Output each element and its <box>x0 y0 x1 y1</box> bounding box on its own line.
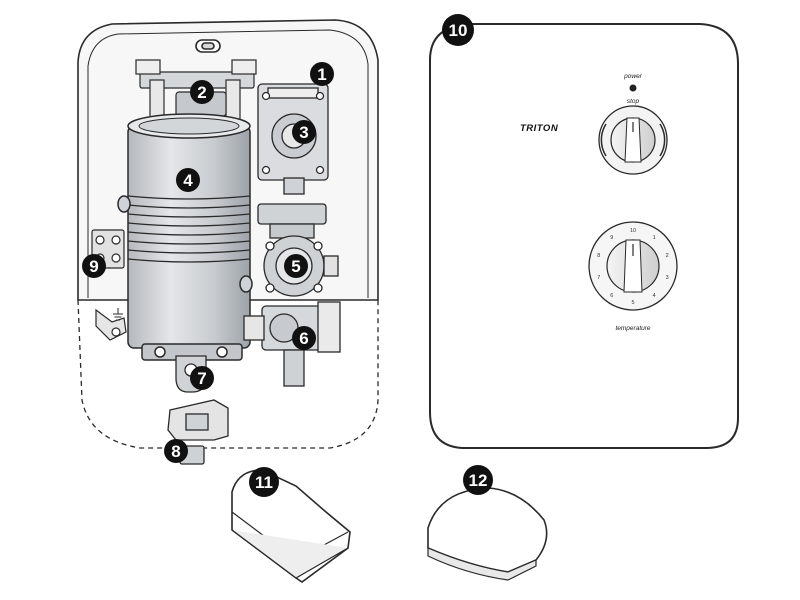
top-bracket <box>135 59 257 123</box>
temperature-scale: 10 1 2 3 4 5 6 7 8 9 <box>597 228 668 306</box>
callout-number: 1 <box>317 65 326 84</box>
callout-circle <box>292 120 316 144</box>
heater-can-rib <box>127 258 251 263</box>
callout-11: 11 <box>249 467 279 497</box>
earth-clamp <box>95 308 127 341</box>
temperature-knob[interactable]: 10 1 2 3 4 5 6 7 8 9 <box>588 221 678 311</box>
solenoid-valve <box>257 83 329 239</box>
callout-number: 3 <box>299 123 308 142</box>
callout-5: 5 <box>284 254 308 278</box>
heater-can-rib <box>127 195 251 200</box>
temperature-label: temperature <box>615 325 650 332</box>
temperature-scale-number: 9 <box>610 235 613 241</box>
temperature-scale-number: 2 <box>666 253 669 259</box>
callout-circle <box>463 465 493 495</box>
cover-cap-11 <box>231 469 351 583</box>
heater-can-rib <box>127 249 251 254</box>
temperature-scale-number: 10 <box>630 228 636 234</box>
callout-circle <box>292 326 316 350</box>
callout-circle <box>190 80 214 104</box>
callout-circle <box>164 439 188 463</box>
heater-can-ribs <box>127 195 251 263</box>
callout-number: 2 <box>197 83 206 102</box>
callout-number: 7 <box>197 369 206 388</box>
temperature-scale-number: 8 <box>597 253 600 259</box>
heater-can-rib <box>127 222 251 227</box>
brand-logo: TRITON <box>520 123 559 134</box>
callout-1: 1 <box>310 62 334 86</box>
callout-number: 10 <box>449 21 468 40</box>
callout-12: 12 <box>463 465 493 495</box>
callout-circle <box>284 254 308 278</box>
power-label: power <box>623 73 643 80</box>
callout-circle <box>310 62 334 86</box>
temperature-scale-number: 5 <box>631 300 634 306</box>
callout-circle <box>176 168 200 192</box>
pressure-relief-device <box>243 301 341 387</box>
callout-number: 4 <box>183 171 193 190</box>
callout-circle <box>249 467 279 497</box>
callout-6: 6 <box>292 326 316 350</box>
callout-3: 3 <box>292 120 316 144</box>
heater-can-rib <box>127 240 251 245</box>
callout-number: 9 <box>89 257 98 276</box>
power-indicator-icon <box>629 84 637 92</box>
callout-2: 2 <box>190 80 214 104</box>
temperature-scale-number: 3 <box>666 275 669 281</box>
temperature-scale-number: 7 <box>597 275 600 281</box>
temperature-scale-number: 1 <box>653 235 656 241</box>
temperature-scale-number: 6 <box>610 293 613 299</box>
stop-label: stop <box>627 98 640 105</box>
temperature-scale-number: 4 <box>653 293 656 299</box>
callout-number: 11 <box>255 473 273 492</box>
callout-9: 9 <box>82 254 106 278</box>
front-cover: TRITON power stop 10 1 2 3 4 5 6 7 8 9 temperatur… <box>429 23 739 449</box>
heater-can-rib <box>127 204 251 209</box>
heater-can-rib <box>127 213 251 218</box>
callout-number: 12 <box>469 471 488 490</box>
stop-start-knob[interactable] <box>598 105 668 175</box>
callout-10: 10 <box>442 14 474 46</box>
cover-cap-12 <box>427 487 548 581</box>
callout-4: 4 <box>176 168 200 192</box>
callout-circle <box>82 254 106 278</box>
callout-number: 5 <box>291 257 300 276</box>
callout-number: 6 <box>299 329 308 348</box>
callout-circle <box>190 366 214 390</box>
callout-number: 8 <box>171 442 180 461</box>
heater-can-rib <box>127 231 251 236</box>
callout-7: 7 <box>190 366 214 390</box>
heater-can <box>117 113 253 361</box>
callout-circle <box>442 14 474 46</box>
callout-8: 8 <box>164 439 188 463</box>
earth-symbol-icon <box>113 308 123 321</box>
